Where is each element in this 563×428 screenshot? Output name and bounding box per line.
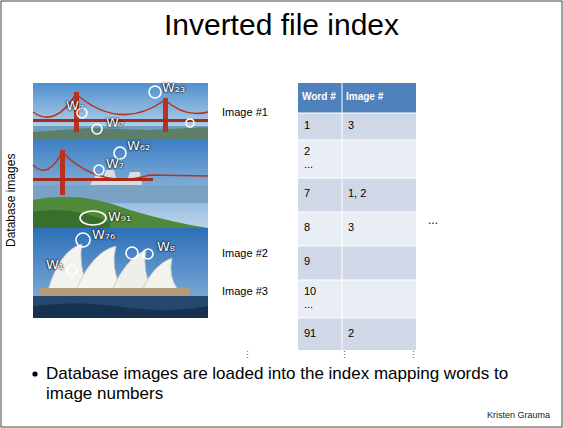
table-cell: 1 bbox=[304, 119, 310, 132]
word-label: W₁ bbox=[46, 258, 64, 273]
table-cell: 8 bbox=[304, 221, 310, 234]
bullet-text: Database images are loaded into the inde… bbox=[46, 364, 546, 405]
table-cell: 1, 2 bbox=[348, 187, 366, 200]
table-cell: 2 ... bbox=[304, 145, 319, 170]
word-label: W₉₁ bbox=[108, 210, 131, 225]
ellipsis: ⋮ bbox=[340, 351, 349, 360]
ellipsis: ⋮ bbox=[409, 351, 418, 360]
table-cell: 3 bbox=[348, 221, 354, 234]
table-cell: 91 bbox=[304, 327, 316, 340]
word-label: W₇ bbox=[106, 116, 124, 131]
word-label: W₇₆ bbox=[92, 228, 115, 243]
word-label: W₂₃ bbox=[162, 81, 185, 96]
table-cell: 10 ... bbox=[304, 285, 319, 310]
word-label: W₈ bbox=[157, 240, 175, 255]
table-cell: 9 bbox=[304, 255, 310, 268]
credit: Kristen Grauma bbox=[487, 410, 550, 420]
table-cell: 7 bbox=[304, 187, 310, 200]
image-label: Image #1 bbox=[222, 106, 268, 119]
slide-title: Inverted file index bbox=[0, 8, 563, 43]
word-label: W₇ bbox=[106, 157, 124, 172]
word-label: W₆₂ bbox=[127, 139, 150, 154]
table-cell: 2 bbox=[348, 327, 354, 340]
word-label: W₇ bbox=[66, 99, 84, 114]
table-cell: 3 bbox=[348, 119, 354, 132]
image-label: Image #2 bbox=[222, 247, 268, 260]
table-header: Image # bbox=[346, 91, 383, 103]
ellipsis: ... bbox=[428, 214, 438, 228]
table-header: Word # bbox=[302, 91, 336, 103]
ellipsis: ⋮ bbox=[243, 351, 252, 360]
image-label: Image #3 bbox=[222, 285, 268, 298]
axis-label: Database images bbox=[5, 153, 19, 246]
